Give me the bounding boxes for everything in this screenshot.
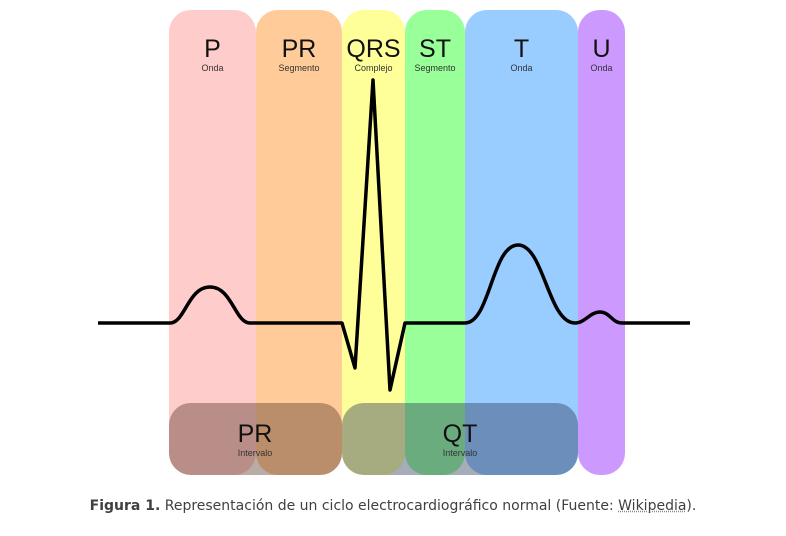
segment-label: PR — [282, 35, 317, 63]
segment-sublabel: Onda — [201, 63, 223, 73]
segment-label: U — [592, 35, 610, 63]
segment-sublabel: Complejo — [354, 63, 392, 73]
interval-qt-box — [342, 403, 578, 475]
segment-sublabel: Segmento — [414, 63, 455, 73]
segment-label: P — [204, 35, 221, 63]
caption-text: Representación de un ciclo electrocardio… — [160, 498, 619, 514]
segment-t-column — [465, 10, 578, 475]
segment-label: T — [514, 35, 529, 63]
interval-pr-box — [169, 403, 342, 475]
segment-st-column — [405, 10, 465, 475]
segment-sublabel: Onda — [590, 63, 612, 73]
segment-p-column — [169, 10, 256, 475]
interval-qt-sub: Intervalo — [443, 448, 478, 458]
segment-sublabel: Onda — [510, 63, 532, 73]
wikipedia-link[interactable]: Wikipedia — [618, 498, 687, 514]
interval-pr-label: PR — [238, 420, 273, 448]
caption-suffix: ). — [686, 498, 697, 514]
segment-label: ST — [419, 35, 451, 63]
caption-prefix: Figura 1. — [89, 498, 161, 514]
ecg-diagram: POndaPRSegmentoQRSComplejoSTSegmentoTOnd… — [98, 10, 690, 475]
segment-sublabel: Segmento — [278, 63, 319, 73]
interval-pr-sub: Intervalo — [238, 448, 273, 458]
interval-qt-label: QT — [443, 420, 478, 448]
segment-label: QRS — [346, 35, 400, 63]
segment-u-column — [578, 10, 625, 475]
figure-caption: Figura 1. Representación de un ciclo ele… — [0, 498, 786, 514]
ecg-trace — [98, 78, 690, 392]
segment-pr-column — [256, 10, 342, 475]
